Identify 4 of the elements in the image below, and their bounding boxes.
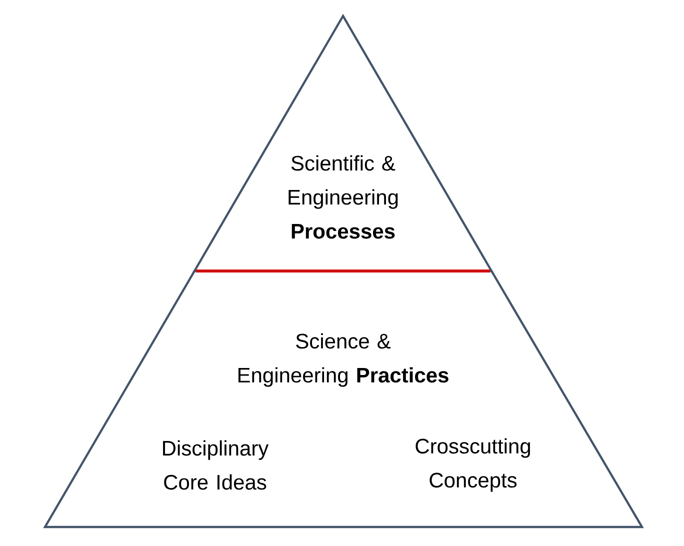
topic-label: Disciplinary Core Ideas [163,440,269,490]
section-label: Scientific & Engineering Processes [288,155,398,239]
topic-label: Crosscutting Concepts [416,438,530,492]
section-label: Science & Engineering Practices [238,333,448,387]
